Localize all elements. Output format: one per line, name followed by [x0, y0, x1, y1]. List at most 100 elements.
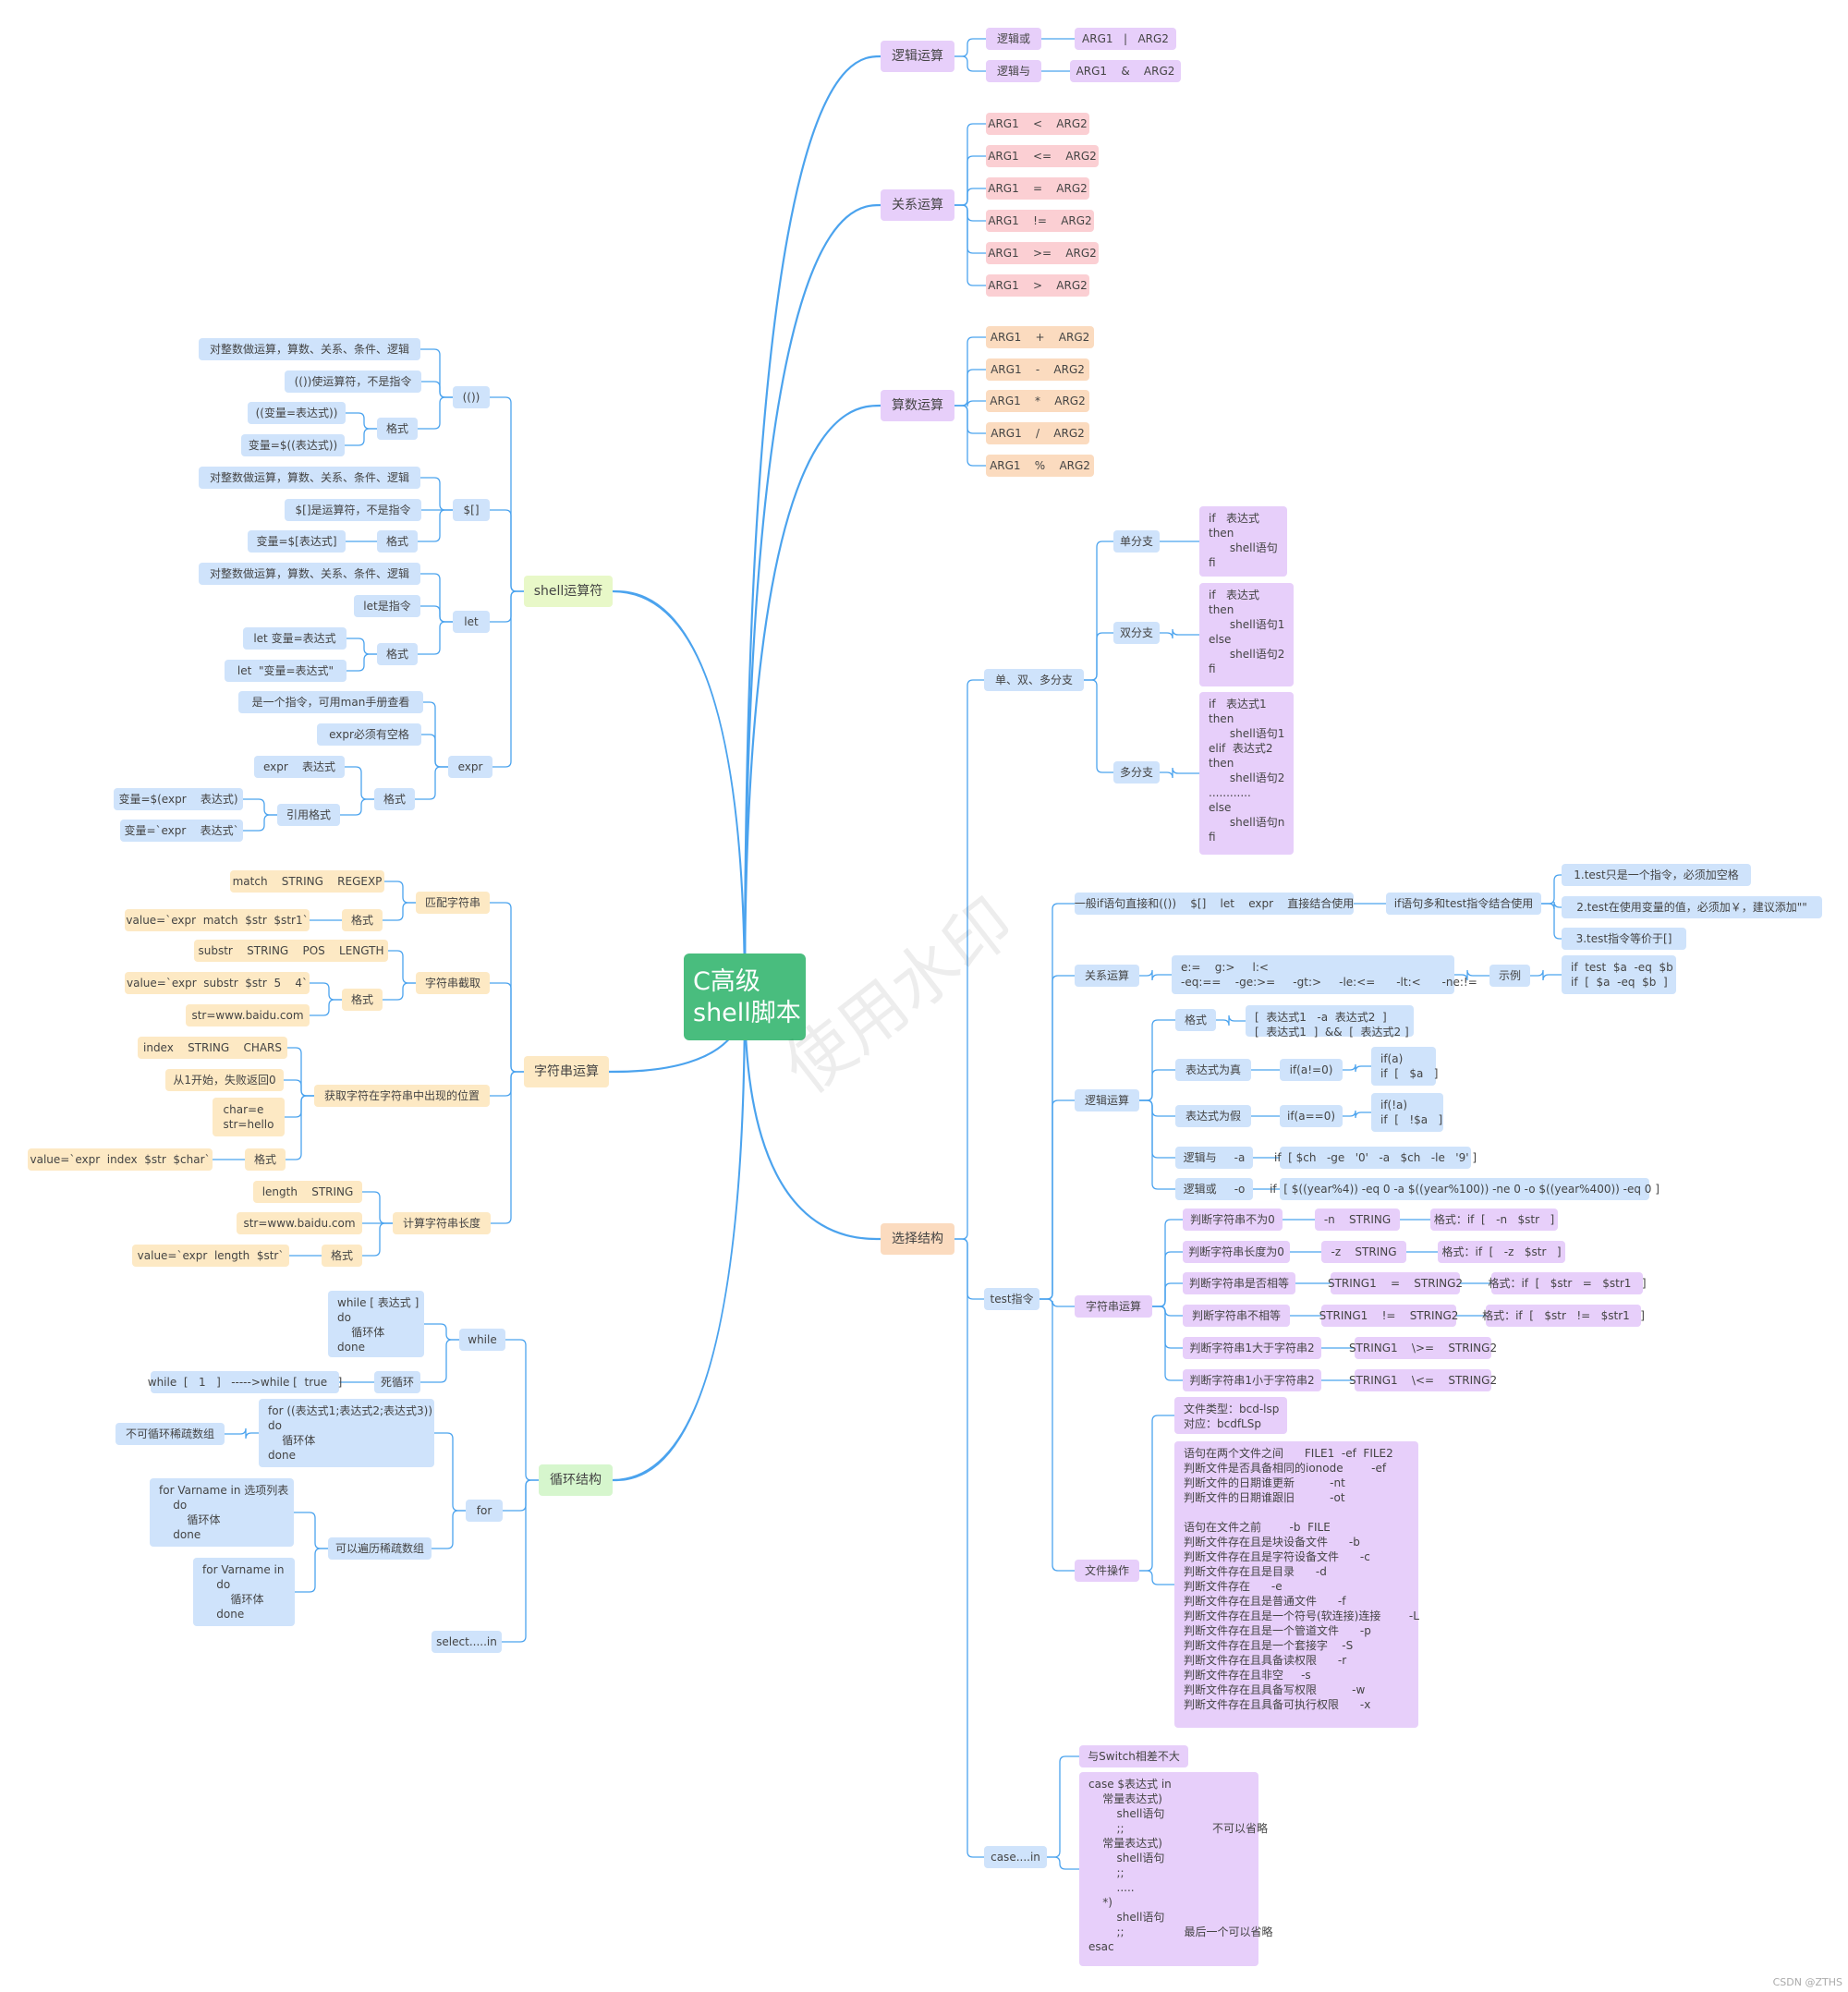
node-st-lf1[interactable]: value=`expr length $str`: [132, 1245, 289, 1267]
node-lg-and[interactable]: 逻辑与: [986, 60, 1041, 82]
node-st-sf[interactable]: 格式: [342, 989, 383, 1011]
node-se-loc[interactable]: if [ $((year%4)) -eq 0 -a $((year%100)) …: [1270, 1178, 1660, 1200]
node-se-s1[interactable]: 判断字符串不为0: [1183, 1209, 1283, 1231]
node-se-exc[interactable]: if test $a -eq $b if [ $a -eq $b ]: [1562, 955, 1676, 994]
node-se-s6[interactable]: 判断字符串1小于字符串2: [1183, 1369, 1321, 1391]
node-se-s3b[interactable]: 格式：if [ $str = $str1 ]: [1488, 1272, 1647, 1294]
node-rl0[interactable]: ARG1 < ARG2: [986, 113, 1089, 135]
node-st-s1[interactable]: substr STRING POS LENGTH: [194, 940, 388, 962]
node-se-la[interactable]: 逻辑与 -a: [1175, 1147, 1253, 1169]
node-se-st[interactable]: 字符串运算: [1075, 1295, 1152, 1318]
node-se-b[interactable]: 单、双、多分支: [984, 669, 1084, 691]
node-lp-w1[interactable]: while [ 表达式 ] do 循环体 done: [328, 1291, 424, 1357]
node-se-d[interactable]: 双分支: [1113, 622, 1160, 644]
node-rl5[interactable]: ARG1 > ARG2: [986, 274, 1089, 297]
node-so-bb2[interactable]: $[]是运算符，不是指令: [285, 499, 421, 521]
node-se-s1b[interactable]: 格式：if [ -n $str ]: [1430, 1209, 1558, 1231]
node-lp-s[interactable]: select.....in: [432, 1631, 502, 1653]
node-se-t[interactable]: test指令: [984, 1288, 1040, 1310]
node-lp-f3[interactable]: for Varname in do 循环体 done: [193, 1558, 295, 1626]
node-se-lt1[interactable]: if(a!=0): [1280, 1059, 1343, 1081]
node-se-ex[interactable]: 示例: [1489, 965, 1530, 987]
node-se-f2[interactable]: 语句在两个文件之间 FILE1 -ef FILE2 判断文件是否具备相同的ion…: [1174, 1441, 1419, 1728]
node-se-lt[interactable]: 表达式为真: [1175, 1059, 1251, 1081]
node-so-ppf2[interactable]: 变量=$((表达式)): [241, 434, 345, 456]
node-so-exr2[interactable]: 变量=`expr 表达式`: [120, 820, 243, 842]
node-so-let2[interactable]: let是指令: [354, 595, 420, 617]
node-st-if1[interactable]: value=`expr index $str $char`: [28, 1148, 213, 1171]
node-lp-f2[interactable]: for Varname in 选项列表 do 循环体 done: [150, 1478, 294, 1547]
node-st-l2[interactable]: str=www.baidu.com: [237, 1212, 362, 1234]
node-st-m[interactable]: 匹配字符串: [416, 892, 490, 914]
node-se-sc[interactable]: if 表达式 then shell语句 fi: [1199, 506, 1287, 577]
node-so-ppf[interactable]: 格式: [377, 418, 418, 440]
node-st-lf[interactable]: 格式: [322, 1245, 362, 1267]
node-se-s2b[interactable]: 格式：if [ -z $str ]: [1438, 1241, 1565, 1263]
node-so-ex[interactable]: expr: [448, 756, 492, 778]
node-st-i1[interactable]: index STRING CHARS: [138, 1037, 287, 1059]
node-se-s5[interactable]: 判断字符串1大于字符串2: [1183, 1337, 1321, 1359]
node-st-i[interactable]: 获取字符在字符串中出现的位置: [314, 1085, 490, 1107]
node-se-gt[interactable]: if语句多和test指令结合使用: [1386, 893, 1541, 915]
node-ar1[interactable]: ARG1 - ARG2: [986, 358, 1089, 381]
node-lp-f[interactable]: for: [466, 1500, 503, 1522]
node-so-exf1[interactable]: expr 表达式: [254, 756, 345, 778]
node-so-letf1[interactable]: let 变量=表达式: [243, 627, 346, 650]
root-node[interactable]: C高级 shell脚本: [684, 953, 806, 1040]
node-se-mc[interactable]: if 表达式1 then shell语句1 elif 表达式2 then she…: [1199, 692, 1294, 855]
node-t-ari[interactable]: 算数运算: [881, 390, 954, 421]
node-se-s6a[interactable]: STRING1 \<= STRING2: [1349, 1369, 1497, 1391]
node-se-g1[interactable]: 1.test只是一个指令，必须加空格: [1562, 864, 1751, 886]
node-se-c[interactable]: case....in: [984, 1846, 1047, 1868]
node-se-c1[interactable]: 与Switch相差不大: [1079, 1745, 1188, 1767]
node-so-bb[interactable]: $[]: [453, 499, 490, 521]
node-rl3[interactable]: ARG1 != ARG2: [986, 210, 1094, 232]
node-se-lf22[interactable]: if(!a) if [ !$a ]: [1371, 1093, 1443, 1132]
node-st-i3[interactable]: char=e str=hello: [213, 1098, 285, 1136]
node-se-m[interactable]: 多分支: [1113, 761, 1160, 783]
node-ar2[interactable]: ARG1 * ARG2: [986, 390, 1089, 412]
node-lg-or-v[interactable]: ARG1 | ARG2: [1075, 28, 1176, 50]
node-st-m1[interactable]: match STRING REGEXP: [230, 870, 384, 893]
node-se-s4b[interactable]: 格式：if [ $str != $str1 ]: [1482, 1305, 1645, 1327]
node-so-letf[interactable]: 格式: [377, 643, 418, 665]
node-so-pp[interactable]: (()): [453, 386, 490, 408]
node-so-let1[interactable]: 对整数做运算，算数、关系、条件、逻辑: [199, 563, 420, 585]
node-t-rel[interactable]: 关系运算: [881, 189, 954, 221]
node-se-s3[interactable]: 判断字符串是否相等: [1183, 1272, 1295, 1294]
node-se-lfc[interactable]: [ 表达式1 -a 表达式2 ] [ 表达式1 ] && [ 表达式2 ]: [1246, 1005, 1414, 1039]
node-st-mf1[interactable]: value=`expr match $str $str1`: [125, 909, 310, 931]
node-ar4[interactable]: ARG1 % ARG2: [986, 455, 1094, 477]
node-st-sf1[interactable]: value=`expr substr $str 5 4`: [125, 972, 310, 994]
node-so-ppf1[interactable]: ((变量=表达式)): [248, 402, 346, 424]
node-t-str[interactable]: 字符串运算: [524, 1056, 609, 1087]
node-se-r[interactable]: 关系运算: [1075, 965, 1139, 987]
node-se-dc[interactable]: if 表达式 then shell语句1 else shell语句2 fi: [1199, 583, 1294, 686]
node-lg-or[interactable]: 逻辑或: [986, 28, 1041, 50]
node-rl1[interactable]: ARG1 <= ARG2: [986, 145, 1099, 167]
node-se-s4a[interactable]: STRING1 != STRING2: [1319, 1305, 1458, 1327]
node-lp-f1[interactable]: for ((表达式1;表达式2;表达式3)) do 循环体 done: [259, 1399, 434, 1467]
node-st-se[interactable]: str=www.baidu.com: [186, 1004, 310, 1026]
node-st-i2[interactable]: 从1开始，失败返回0: [165, 1069, 284, 1091]
node-se-f1[interactable]: 文件类型：bcd-lsp 对应：bcdfLSp: [1174, 1397, 1287, 1434]
node-so-exr[interactable]: 引用格式: [277, 804, 340, 826]
node-ar3[interactable]: ARG1 / ARG2: [986, 422, 1089, 444]
node-t-sh[interactable]: shell运算符: [524, 576, 613, 607]
node-st-l1[interactable]: length STRING: [253, 1181, 362, 1203]
node-st-l[interactable]: 计算字符串长度: [393, 1212, 491, 1234]
node-se-c2[interactable]: case $表达式 in 常量表达式) shell语句 ;; 不可以省略 常量表…: [1079, 1772, 1272, 1966]
node-se-s4[interactable]: 判断字符串不相等: [1183, 1305, 1290, 1327]
node-se-lt2[interactable]: if(a) if [ $a ]: [1371, 1047, 1438, 1086]
node-lg-and-v[interactable]: ARG1 & ARG2: [1070, 60, 1181, 82]
node-lp-d[interactable]: 死循环: [374, 1371, 420, 1393]
node-se-lac[interactable]: if [ $ch -ge '0' -a $ch -le '9' ]: [1274, 1147, 1477, 1169]
node-se-g[interactable]: 一般if语句直接和(()) $[] let expr 直接结合使用: [1075, 893, 1354, 915]
node-so-letf2[interactable]: let "变量=表达式": [225, 660, 346, 682]
node-se-s[interactable]: 单分支: [1113, 530, 1160, 553]
node-so-pp1[interactable]: 对整数做运算，算数、关系、条件、逻辑: [199, 338, 420, 360]
node-t-sel[interactable]: 选择结构: [881, 1223, 954, 1255]
node-so-exf[interactable]: 格式: [374, 788, 415, 810]
node-so-ex1[interactable]: 是一个指令，可用man手册查看: [238, 691, 423, 713]
node-so-let[interactable]: let: [453, 611, 490, 633]
